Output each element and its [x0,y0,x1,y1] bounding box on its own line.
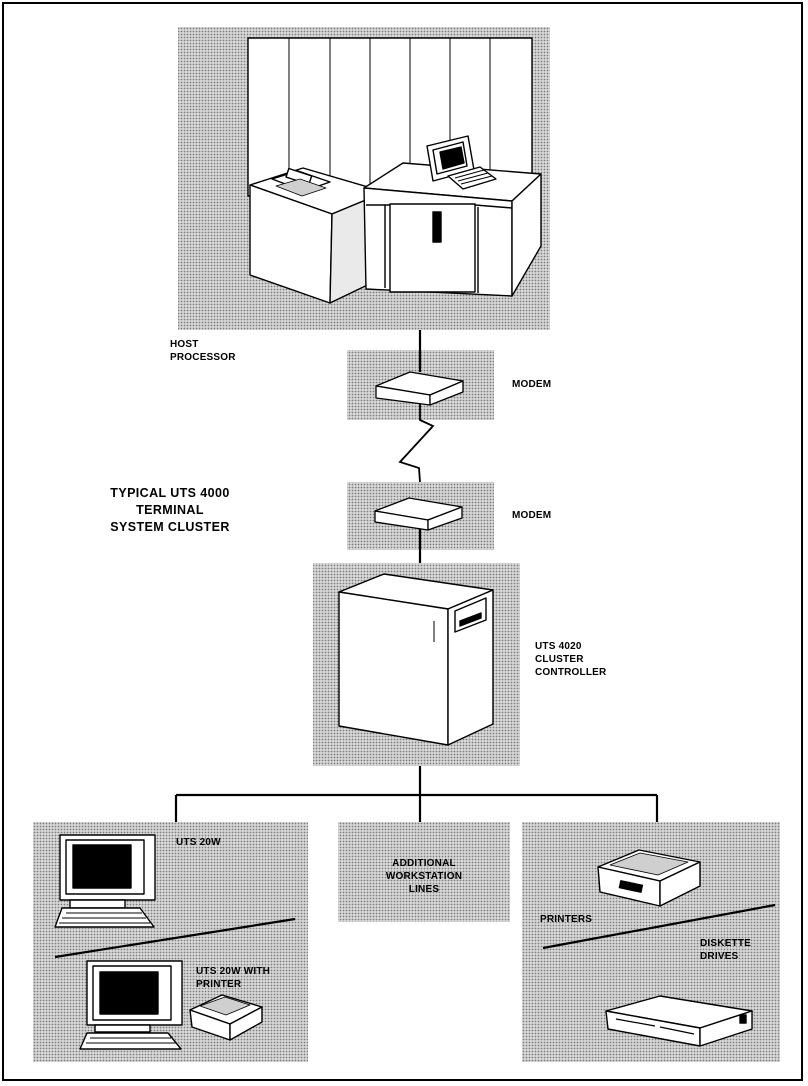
diagram-title-line-2: TERMINAL [55,502,285,519]
additional-lines-label: ADDITIONAL WORKSTATION LINES [343,857,505,896]
cluster-controller-illustration [339,574,493,745]
uts20w-illustration [55,835,155,927]
cluster-controller-label: UTS 4020 CLUSTER CONTROLLER [535,640,606,679]
uts20w-label: UTS 20W [176,836,221,849]
diskette-drives-label: DISKETTE DRIVES [700,937,751,963]
diagram-title-line-3: SYSTEM CLUSTER [55,519,285,536]
host-processor-illustration [248,38,541,303]
modem-top-label: MODEM [512,378,551,391]
printers-label: PRINTERS [540,913,592,926]
host-processor-label: HOST PROCESSOR [170,338,236,364]
modem-bottom-label: MODEM [512,509,551,522]
uts20w-printer-label: UTS 20W WITH PRINTER [196,965,270,991]
diagram-title: TYPICAL UTS 4000 TERMINAL SYSTEM CLUSTER [55,485,285,536]
diagram-title-line-1: TYPICAL UTS 4000 [55,485,285,502]
